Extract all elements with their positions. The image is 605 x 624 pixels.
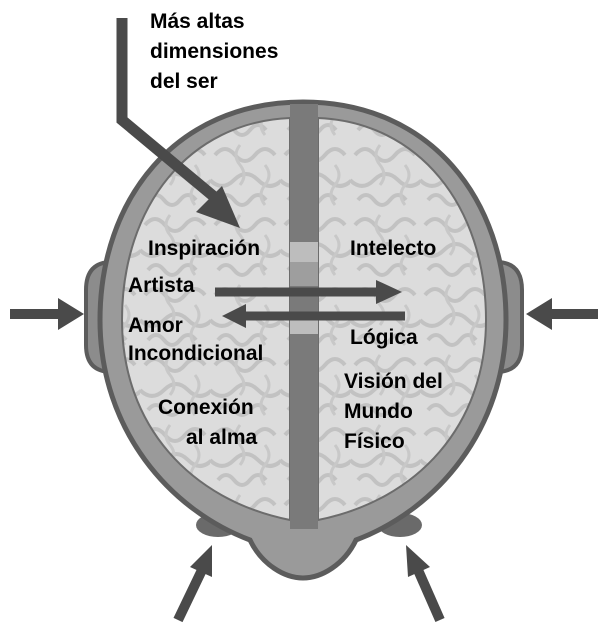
label-inspiration: Inspiración: [148, 237, 260, 260]
bottom-left-arrow-line: [173, 567, 207, 623]
bottom-left-arrow-head: [190, 545, 212, 577]
corpus-callosum-dark: [290, 262, 318, 286]
top-pointer-line: [116, 18, 222, 205]
label-artist: Artista: [128, 274, 195, 297]
label-soul-line-2: al alma: [186, 426, 258, 449]
label-world-line-2: Mundo: [344, 400, 413, 423]
label-love-line-2: Incondicional: [128, 342, 263, 365]
arrow-right-to-left-head: [222, 304, 246, 328]
top-label-line-1: Más altas: [150, 10, 245, 33]
corpus-callosum-light: [290, 242, 318, 262]
top-label-line-3: del ser: [150, 70, 218, 93]
label-soul-line-1: Conexión: [158, 396, 254, 419]
label-world-line-3: Físico: [344, 430, 405, 453]
right-side-arrow-head: [526, 298, 552, 330]
label-love-line-1: Amor: [128, 314, 183, 337]
bottom-right-arrow-head: [406, 545, 430, 577]
label-logic: Lógica: [350, 326, 418, 349]
bottom-right-arrow-line: [413, 567, 445, 623]
top-label-line-2: dimensiones: [150, 40, 278, 63]
arrow-left-to-right-head: [376, 280, 402, 304]
left-hemisphere: [120, 116, 291, 522]
label-world-line-1: Visión del: [344, 370, 443, 393]
left-side-arrow-head: [58, 298, 84, 330]
label-intellect: Intelecto: [350, 237, 436, 260]
top-pointer-arrowhead: [196, 186, 240, 228]
